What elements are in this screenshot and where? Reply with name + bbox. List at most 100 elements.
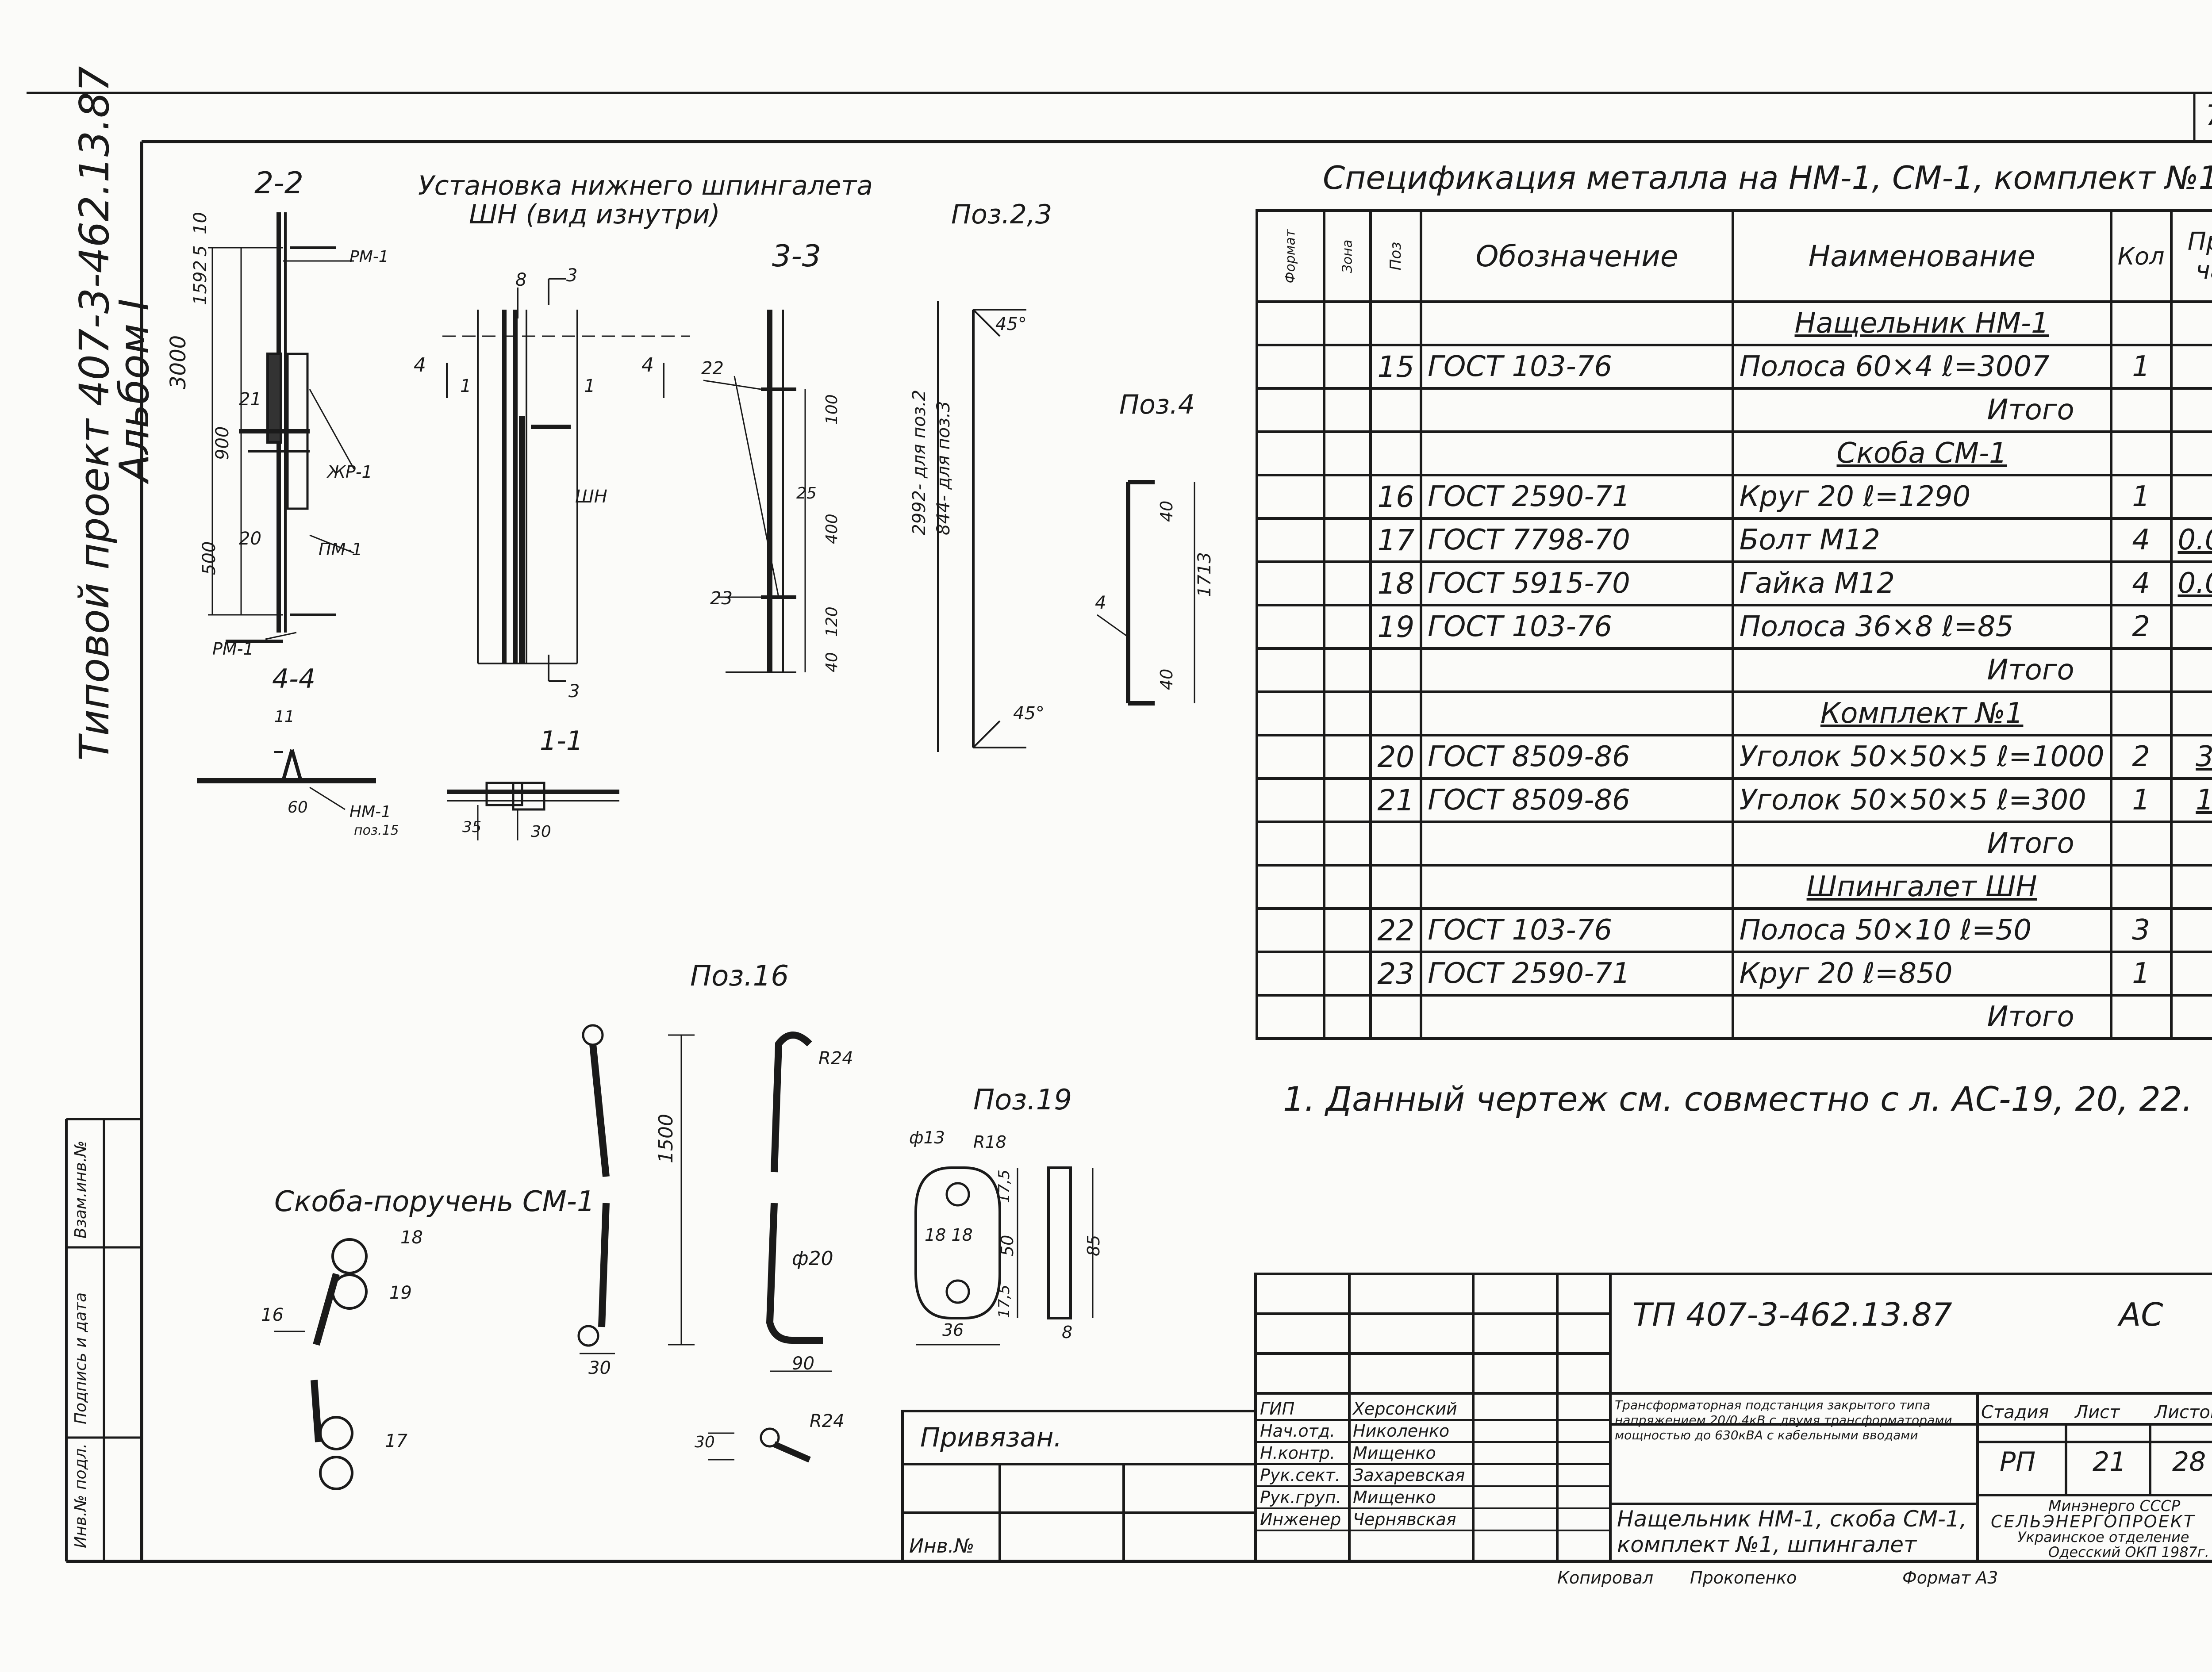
dim-35: 35 [462,818,482,836]
spec-cell-qty [2109,300,2173,346]
spec-cell-designation: ГОСТ 103-76 [1420,344,1734,390]
spec-row: Комплект №1 [1256,690,2212,736]
tb-role: Инженер [1260,1510,1341,1529]
spec-cell-pos: 15 [1369,344,1423,390]
label-poz15: поз.15 [354,823,399,838]
section-2-2-label: 2-2 [254,166,304,201]
section-4-4-label: 4-4 [272,663,315,694]
label-rm1-bottom: РМ-1 [212,639,254,659]
spec-cell-name: Болт М12 [1731,517,2112,563]
spec-cell-designation: ГОСТ 5915-70 [1420,560,1734,606]
spec-cell-format [1256,387,1325,433]
spec-cell-name: Нащельник НМ-1 [1731,300,2112,346]
spec-cell-pos: 20 [1369,734,1423,780]
spec-cell-designation: ГОСТ 2590-71 [1420,951,1734,997]
spec-cell-note: 5.7кг [2170,387,2212,433]
label-23: 23 [710,588,733,609]
spec-cell-zone [1322,560,1372,606]
spec-cell-pos [1369,994,1423,1040]
spec-cell-pos [1369,300,1423,346]
tb-stage-label: Стадия [1981,1402,2049,1423]
spec-cell-zone [1322,821,1372,867]
spec-cell-format [1256,994,1325,1040]
spec-cell-pos: 22 [1369,907,1423,953]
label-16: 16 [261,1305,284,1325]
spec-cell-pos: 19 [1369,604,1423,650]
label-hm1: НМ-1 [349,803,392,821]
spec-cell-format [1256,517,1325,563]
tb-role: Нач.отд. [1260,1421,1336,1441]
tb-role-name: Чернявская [1353,1510,1456,1529]
spec-cell-zone [1322,300,1372,346]
label-pm1: ПМ-1 [319,540,363,559]
tb-role-name: Захаревская [1353,1465,1465,1485]
spec-cell-designation [1420,387,1734,433]
header-zone: Зона [1322,209,1372,303]
dim-3-top: 3 [566,265,578,286]
spec-cell-designation [1420,821,1734,867]
spec-cell-name: Итого [1731,821,2112,867]
tb-org-4: Одесский ОКП 1987г. [2048,1544,2209,1561]
spec-cell-note: 8.7кг [2170,821,2212,867]
spec-cell-name: Итого [1731,647,2112,693]
header-note: Приме-чание [2170,209,2212,303]
dim-4-right: 4 [641,354,654,376]
spec-cell-pos: 18 [1369,560,1423,606]
tb-role-name: Мищенко [1353,1443,1436,1463]
spec-cell-note [2170,300,2212,346]
spec-cell-name: Уголок 50×50×5 ℓ=300 [1731,777,2112,823]
dim-4-pos4: 4 [1095,593,1106,613]
spec-row: Нащельник НМ-1 [1256,300,2212,346]
label-21: 21 [239,389,261,410]
spec-cell-designation [1420,430,1734,476]
tb-mark: АС [2119,1296,2163,1333]
spec-cell-format [1256,344,1325,390]
spec-cell-note: 0.013кг [2170,560,2212,606]
footer-copier: Прокопенко [1690,1568,1797,1588]
spec-cell-pos [1369,690,1423,736]
dim-1-right: 1 [584,376,595,396]
spec-cell-qty: 2 [2109,734,2173,780]
spec-cell-note: 1.13кг [2170,777,2212,823]
spec-cell-note: 3.2кг [2170,474,2212,520]
spec-cell-name: Круг 20 ℓ=1290 [1731,474,2112,520]
spec-cell-note [2170,690,2212,736]
spec-cell-qty [2109,994,2173,1040]
spec-cell-format [1256,647,1325,693]
spec-cell-name: Полоса 36×8 ℓ=85 [1731,604,2112,650]
label-zhr1: ЖР-1 [327,462,373,482]
spec-cell-note: 5.7кг [2170,344,2212,390]
tb-sheet-name: Нащельник НМ-1, скоба СМ-1, комплект №1,… [1617,1506,1967,1557]
spec-cell-pos [1369,821,1423,867]
dim-r18: R18 [973,1132,1006,1152]
spec-title: Спецификация металла на НМ-1, СМ-1, комп… [1323,159,2212,196]
dim-30c: 30 [531,823,551,841]
spec-cell-zone [1322,951,1372,997]
tb-sheets-label: Листов [2154,1402,2212,1423]
spec-cell-pos [1369,430,1423,476]
tb-sheet: 21 [2093,1446,2127,1477]
spec-cell-name: Круг 20 ℓ=850 [1731,951,2112,997]
spec-cell-note: 0.20 [2170,907,2212,953]
section-1-1-label: 1-1 [540,725,583,756]
dim-11: 11 [274,708,295,726]
spec-cell-zone [1322,777,1372,823]
spec-cell-format [1256,907,1325,953]
tb-attached: Привязан. [920,1422,1062,1453]
spec-cell-designation: ГОСТ 2590-71 [1420,474,1734,520]
spec-cell-note: 3.77кг [2170,734,2212,780]
tb-sheets: 28 [2172,1446,2206,1477]
spec-cell-note [2170,430,2212,476]
spec-cell-note: 3.8кг [2170,647,2212,693]
pos-19-label: Поз.19 [973,1084,1072,1116]
dim-45-bottom: 45° [1013,703,1045,724]
spec-table: Формат Зона Поз Обозначение Наименование… [1256,209,2212,1040]
dim-3-bottom: 3 [568,681,580,702]
label-20: 20 [239,529,261,549]
spec-cell-pos [1369,864,1423,910]
spec-cell-qty [2109,821,2173,867]
